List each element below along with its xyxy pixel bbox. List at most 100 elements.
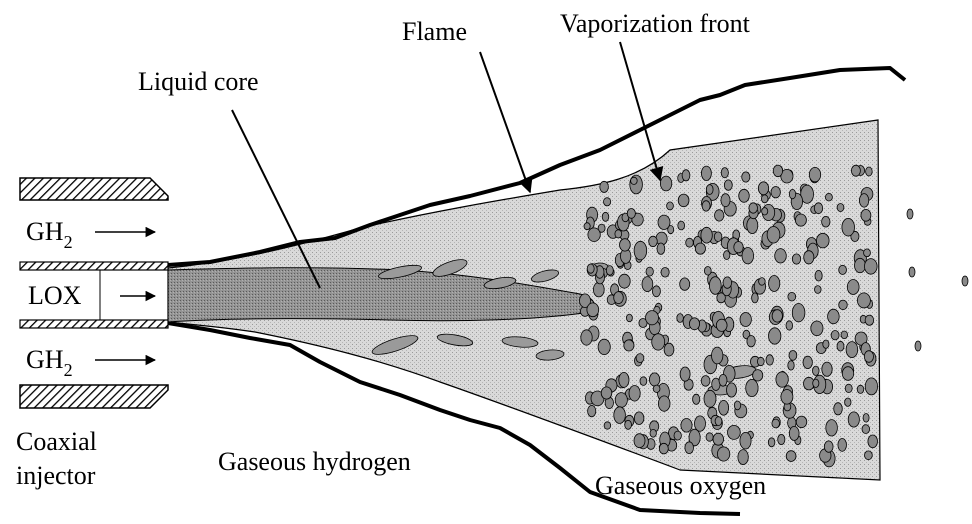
droplet: [824, 441, 833, 452]
droplet: [706, 185, 713, 195]
vaporization-leader: [620, 42, 660, 180]
gaseous-oxygen-label: Gaseous oxygen: [595, 471, 766, 500]
droplet: [815, 286, 822, 294]
droplet: [702, 201, 710, 211]
droplet: [825, 193, 832, 201]
droplet: [695, 243, 705, 254]
droplet: [866, 167, 873, 176]
droplet: [682, 170, 690, 181]
droplet: [587, 264, 594, 273]
droplet: [859, 194, 868, 208]
droplet: [740, 432, 751, 449]
droplet: [646, 311, 659, 325]
droplet: [701, 376, 710, 387]
droplet: [753, 370, 763, 381]
droplet: [739, 189, 750, 202]
droplet: [839, 300, 848, 310]
droplet: [721, 168, 728, 178]
droplet: [714, 232, 722, 242]
droplet: [814, 203, 822, 214]
droplet: [724, 180, 732, 190]
droplet: [817, 233, 830, 248]
droplet: [848, 412, 859, 427]
droplet: [762, 208, 768, 215]
droplet: [837, 341, 844, 351]
droplet: [587, 303, 599, 317]
vaporization-front-label: Vaporization front: [560, 9, 751, 38]
droplet: [584, 223, 590, 230]
droplet: [719, 374, 727, 386]
droplet: [650, 429, 656, 437]
droplet: [715, 417, 722, 426]
droplet: [772, 419, 780, 428]
droplet: [863, 414, 869, 423]
droplet: [678, 194, 689, 207]
droplet: [660, 176, 671, 191]
droplet: [962, 276, 968, 286]
droplet: [634, 241, 647, 260]
droplet: [786, 451, 796, 462]
droplet: [865, 315, 874, 325]
droplet: [701, 166, 711, 180]
droplet: [776, 372, 788, 387]
droplet: [752, 293, 759, 303]
droplet: [907, 209, 913, 219]
droplet: [811, 321, 823, 336]
droplet: [864, 249, 871, 257]
droplet: [606, 266, 613, 276]
droplet: [716, 319, 727, 331]
droplet: [855, 258, 866, 272]
droplet: [789, 189, 795, 198]
droplet: [822, 216, 830, 227]
droplet: [649, 236, 658, 246]
droplet: [693, 394, 700, 404]
droplet: [689, 318, 699, 330]
droplet: [619, 372, 629, 387]
droplet: [841, 331, 848, 339]
gaseous-hydrogen-label: Gaseous hydrogen: [218, 447, 411, 476]
droplet: [822, 362, 832, 376]
droplet: [652, 286, 660, 297]
droplet: [593, 282, 604, 297]
droplet: [815, 270, 822, 281]
droplet: [658, 396, 670, 411]
gh2-top-label-base: GH: [26, 217, 64, 246]
droplet: [677, 314, 684, 323]
droplet: [766, 355, 773, 365]
injector-label-line2: injector: [16, 461, 96, 490]
droplet: [588, 228, 600, 242]
droplet: [681, 419, 692, 433]
droplet: [717, 447, 729, 461]
droplet: [634, 434, 645, 448]
droplet: [659, 443, 668, 454]
droplet: [734, 401, 740, 410]
injector-lower-wall: [20, 385, 168, 408]
injector-label-line1: Coaxial: [16, 427, 97, 456]
droplet: [747, 336, 755, 347]
droplet: [772, 310, 782, 322]
outer-droplets: [907, 209, 968, 351]
droplet: [664, 343, 674, 356]
droplet: [604, 422, 611, 429]
droplet: [804, 251, 814, 264]
droplet: [828, 309, 840, 324]
flame-leader: [480, 52, 530, 192]
droplet: [680, 367, 690, 381]
droplet: [738, 450, 748, 465]
droplet: [706, 433, 713, 441]
droplet: [631, 177, 638, 184]
droplet: [792, 304, 805, 322]
droplet: [823, 340, 829, 348]
droplet: [588, 405, 596, 416]
droplet: [704, 390, 716, 407]
droplet: [857, 293, 870, 308]
droplet: [653, 385, 660, 392]
gh2-top-label: GH2: [26, 217, 73, 252]
droplet: [715, 210, 724, 221]
droplet: [759, 278, 766, 286]
droplet: [851, 165, 860, 176]
droplet: [624, 340, 634, 351]
droplet: [769, 328, 781, 344]
droplet: [600, 181, 609, 192]
droplet: [826, 420, 838, 436]
